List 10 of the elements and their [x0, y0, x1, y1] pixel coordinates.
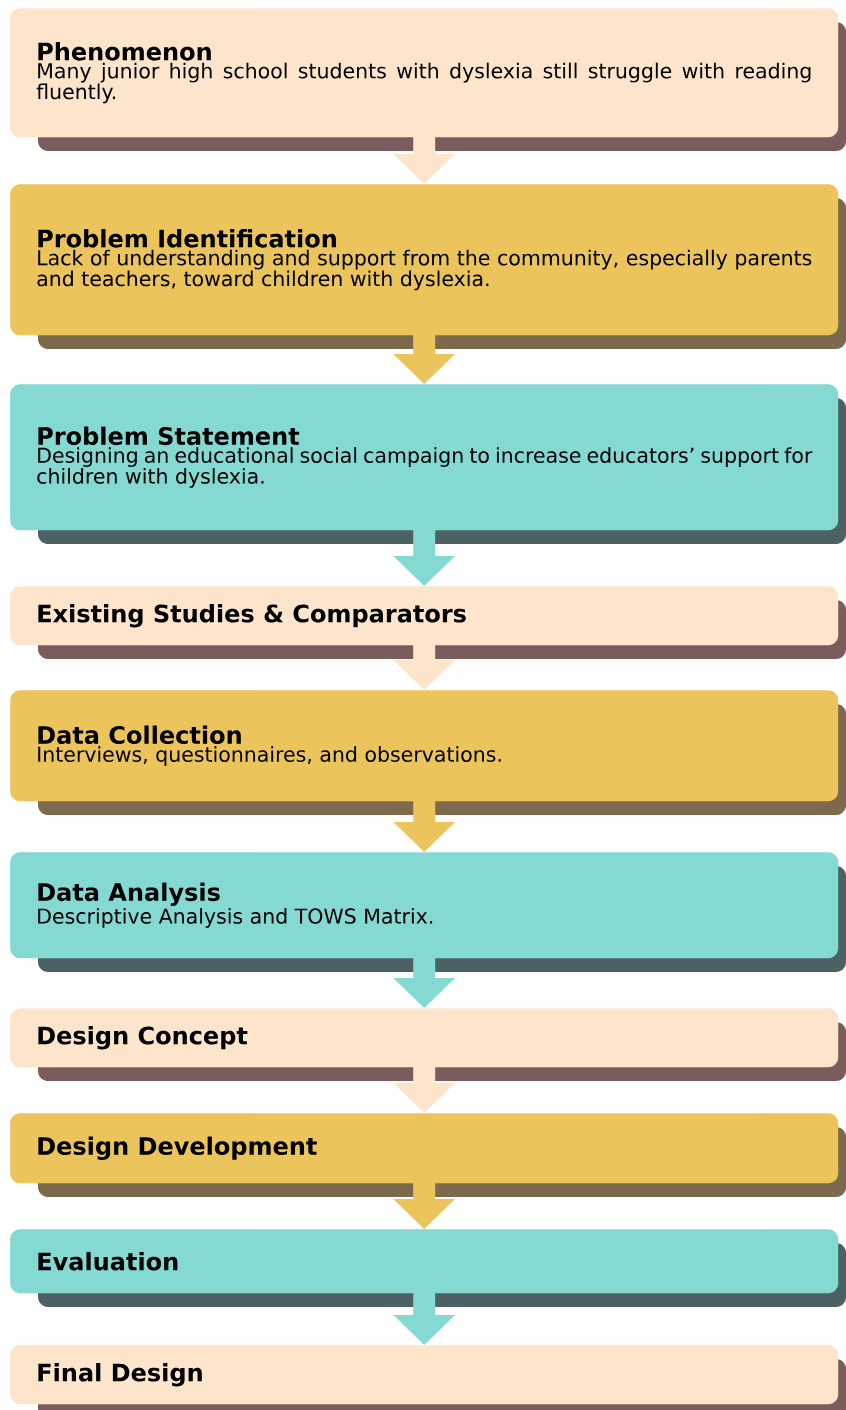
step-box: Problem Statement Designing an educational social campaign to increase educators’ support for children with dyslexia.: [10, 384, 846, 544]
step-box: Data Analysis Descriptive Analysis and TOWS Matrix.: [10, 852, 846, 972]
step-box: Existing Studies & Comparators: [10, 586, 846, 659]
step-box: Design Development: [10, 1113, 846, 1197]
step-box: Final Design: [10, 1345, 846, 1410]
step-box: Problem Identification Lack of understanding and support from the community, especially parents and teachers, toward children with dyslexia.: [10, 184, 846, 349]
step-box: Evaluation: [10, 1229, 846, 1307]
step-box: Data Collection Interviews, questionnaires, and observations.: [10, 690, 846, 815]
step-box: Design Concept: [10, 1008, 846, 1081]
step-box: Phenomenon Many junior high school students with dyslexia still struggle with reading fluently.: [10, 8, 846, 151]
